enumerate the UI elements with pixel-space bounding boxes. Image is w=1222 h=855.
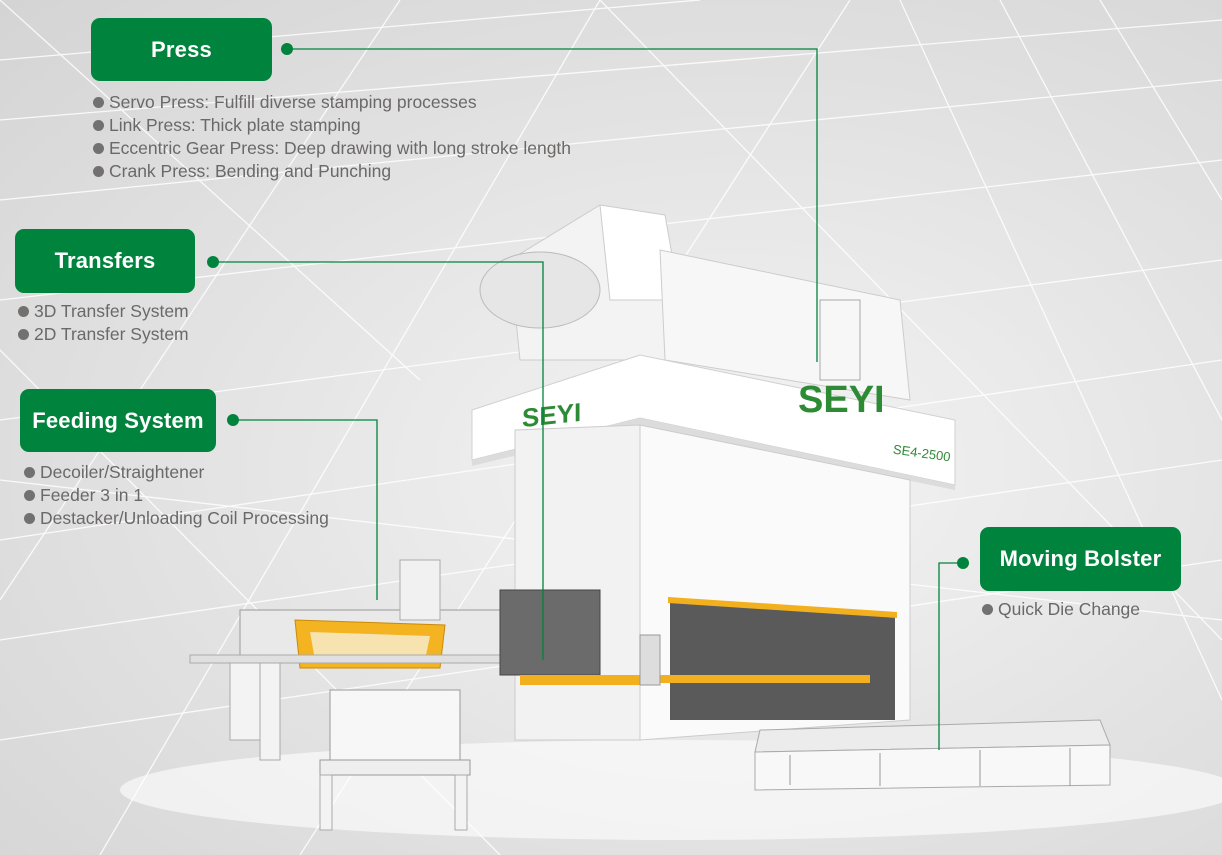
list-item: Servo Press: Fulfill diverse stamping pr… xyxy=(93,91,571,114)
list-item: Decoiler/Straightener xyxy=(24,461,329,484)
bolster-dot xyxy=(957,557,969,569)
list-item: Link Press: Thick plate stamping xyxy=(93,114,571,137)
list-item: 2D Transfer System xyxy=(18,323,189,346)
bullet-icon xyxy=(93,120,104,131)
item-text: Servo Press: Fulfill diverse stamping pr… xyxy=(109,92,477,112)
feeding-list: Decoiler/Straightener Feeder 3 in 1 Dest… xyxy=(24,461,329,530)
item-text: Crank Press: Bending and Punching xyxy=(109,161,392,181)
item-text: 3D Transfer System xyxy=(34,301,189,321)
bullet-icon xyxy=(93,143,104,154)
list-item: Quick Die Change xyxy=(982,598,1140,621)
bolster-connector xyxy=(938,562,963,750)
list-item: Feeder 3 in 1 xyxy=(24,484,329,507)
bullet-icon xyxy=(982,604,993,615)
list-item: Destacker/Unloading Coil Processing xyxy=(24,507,329,530)
item-text: Link Press: Thick plate stamping xyxy=(109,115,361,135)
press-list: Servo Press: Fulfill diverse stamping pr… xyxy=(93,91,571,183)
feeding-system-machine xyxy=(189,559,521,831)
category-feeding-system: Feeding System xyxy=(20,389,216,452)
press-connector xyxy=(287,48,818,362)
item-text: Destacker/Unloading Coil Processing xyxy=(40,508,329,528)
list-item: Eccentric Gear Press: Deep drawing with … xyxy=(93,137,571,160)
item-text: Decoiler/Straightener xyxy=(40,462,205,482)
press-dot xyxy=(281,43,293,55)
item-text: Eccentric Gear Press: Deep drawing with … xyxy=(109,138,572,158)
item-text: Feeder 3 in 1 xyxy=(40,485,144,505)
press-machine xyxy=(471,204,956,741)
bullet-icon xyxy=(24,467,35,478)
bullet-icon xyxy=(93,97,104,108)
feeding-connector xyxy=(233,419,378,600)
seyi-logo: SEYI xyxy=(798,379,885,421)
category-transfers: Transfers xyxy=(15,229,195,293)
moving-bolster-machine xyxy=(754,719,1111,791)
transfers-connector xyxy=(213,261,544,660)
transfers-dot xyxy=(207,256,219,268)
bullet-icon xyxy=(18,306,29,317)
bullet-icon xyxy=(24,513,35,524)
seyi-logo-small: SEYI xyxy=(522,397,581,433)
feeding-dot xyxy=(227,414,239,426)
category-press: Press xyxy=(91,18,272,81)
bullet-icon xyxy=(93,166,104,177)
bullet-icon xyxy=(24,490,35,501)
bolster-list: Quick Die Change xyxy=(982,598,1140,621)
item-text: 2D Transfer System xyxy=(34,324,189,344)
list-item: 3D Transfer System xyxy=(18,300,189,323)
item-text: Quick Die Change xyxy=(998,599,1141,619)
list-item: Crank Press: Bending and Punching xyxy=(93,160,571,183)
bullet-icon xyxy=(18,329,29,340)
transfers-list: 3D Transfer System 2D Transfer System xyxy=(18,300,189,346)
category-moving-bolster: Moving Bolster xyxy=(980,527,1181,591)
